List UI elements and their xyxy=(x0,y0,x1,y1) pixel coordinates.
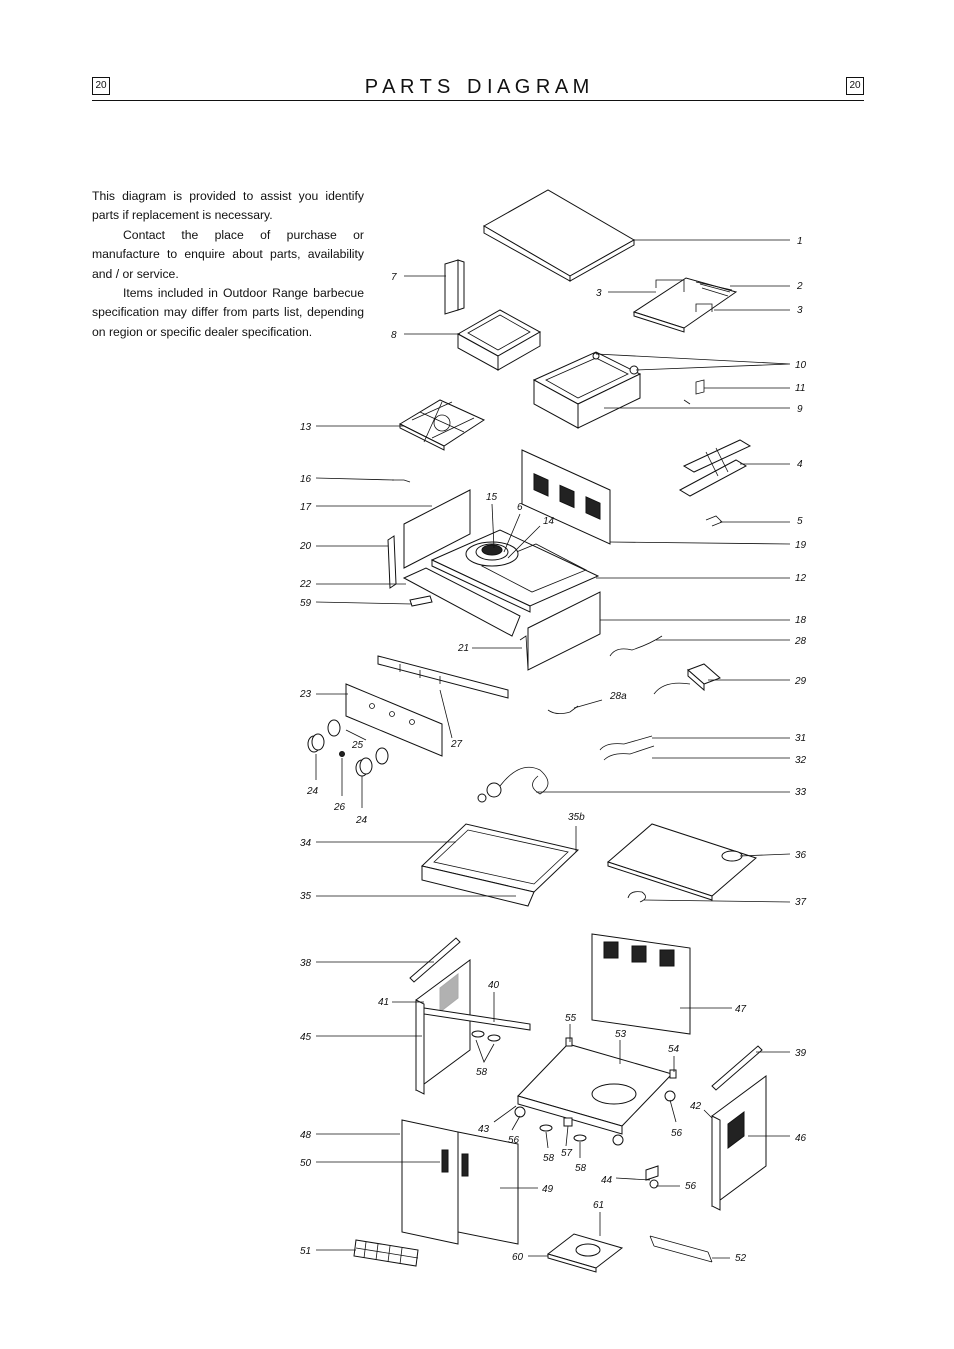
part-label: 18 xyxy=(795,615,807,626)
part-label: 35 xyxy=(300,891,312,902)
part-label: 13 xyxy=(300,422,312,433)
part-label: 6 xyxy=(517,502,523,513)
part-label: 33 xyxy=(795,787,807,798)
part-label: 10 xyxy=(795,360,807,371)
intro-paragraph-2: Contact the place of purchase or manufac… xyxy=(92,227,364,281)
part-label: 52 xyxy=(735,1253,747,1264)
part-label: 8 xyxy=(391,330,397,341)
part-label: 28 xyxy=(794,636,807,647)
page-number-right: 20 xyxy=(846,77,864,95)
part-label: 16 xyxy=(300,474,312,485)
page-title: P A R T S D I A G R A M xyxy=(364,76,590,98)
part-label: 23 xyxy=(299,689,312,700)
part-label: 27 xyxy=(450,739,463,750)
part-label: 58 xyxy=(575,1163,587,1174)
part-label: 39 xyxy=(795,1048,807,1059)
page-number-left: 20 xyxy=(92,77,110,95)
part-label: 21 xyxy=(457,643,469,654)
part-label: 29 xyxy=(794,676,807,687)
part-label: 26 xyxy=(333,802,346,813)
intro-paragraph-1: This diagram is provided to assist you i… xyxy=(92,189,364,223)
part-label: 3 xyxy=(596,288,602,299)
part-label: 56 xyxy=(671,1128,683,1139)
part-label: 37 xyxy=(795,897,807,908)
part-label: 57 xyxy=(561,1148,573,1159)
part-label: 56 xyxy=(685,1181,697,1192)
part-label: 42 xyxy=(690,1101,702,1112)
part-label: 24 xyxy=(306,786,319,797)
part-label: 58 xyxy=(476,1067,488,1078)
part-label: 25 xyxy=(351,740,364,751)
part-label: 59 xyxy=(300,598,312,609)
part-label: 2 xyxy=(796,281,803,292)
part-label: 5 xyxy=(797,516,803,527)
part-label: 45 xyxy=(300,1032,312,1043)
part-label: 17 xyxy=(300,502,312,513)
intro-paragraph-3: Items included in Outdoor Range barbecue… xyxy=(92,286,364,339)
part-label: 43 xyxy=(478,1124,490,1135)
part-label: 14 xyxy=(543,516,555,527)
part-label: 28a xyxy=(609,691,627,702)
part-label: 35b xyxy=(568,812,585,823)
part-label: 54 xyxy=(668,1044,680,1055)
part-label: 47 xyxy=(735,1004,747,1015)
header-rule xyxy=(92,100,864,101)
part-label: 12 xyxy=(795,573,807,584)
part-label: 32 xyxy=(795,755,807,766)
part-label: 49 xyxy=(542,1184,554,1195)
part-label: 20 xyxy=(299,541,312,552)
part-label: 11 xyxy=(795,383,805,394)
part-label: 53 xyxy=(615,1029,627,1040)
part-label: 15 xyxy=(486,492,498,503)
part-label: 40 xyxy=(488,980,500,991)
part-label: 55 xyxy=(565,1013,577,1024)
intro-text: This diagram is provided to assist you i… xyxy=(92,187,364,342)
part-label: 1 xyxy=(797,236,803,247)
part-label: 19 xyxy=(795,540,807,551)
part-number-labels: 1 2 3 3 4 5 6 7 8 9 10 11 12 13 14 15 16… xyxy=(299,236,807,1264)
part-label: 24 xyxy=(355,815,368,826)
part-label: 36 xyxy=(795,850,807,861)
part-label: 61 xyxy=(593,1200,604,1211)
part-label: 58 xyxy=(543,1153,555,1164)
part-label: 50 xyxy=(300,1158,312,1169)
part-drawings xyxy=(307,189,767,1273)
part-label: 4 xyxy=(797,459,803,470)
part-label: 22 xyxy=(299,579,312,590)
part-label: 60 xyxy=(512,1252,524,1263)
part-label: 41 xyxy=(378,997,389,1008)
leader-lines xyxy=(315,239,791,1259)
part-label: 56 xyxy=(508,1135,520,1146)
part-label: 9 xyxy=(797,404,803,415)
part-label: 3 xyxy=(797,305,803,316)
part-label: 46 xyxy=(795,1133,807,1144)
part-label: 34 xyxy=(300,838,312,849)
part-label: 31 xyxy=(795,733,806,744)
part-label: 38 xyxy=(300,958,312,969)
part-label: 44 xyxy=(601,1175,613,1186)
part-label: 51 xyxy=(300,1246,311,1257)
part-label: 7 xyxy=(391,272,397,283)
part-label: 48 xyxy=(300,1130,312,1141)
